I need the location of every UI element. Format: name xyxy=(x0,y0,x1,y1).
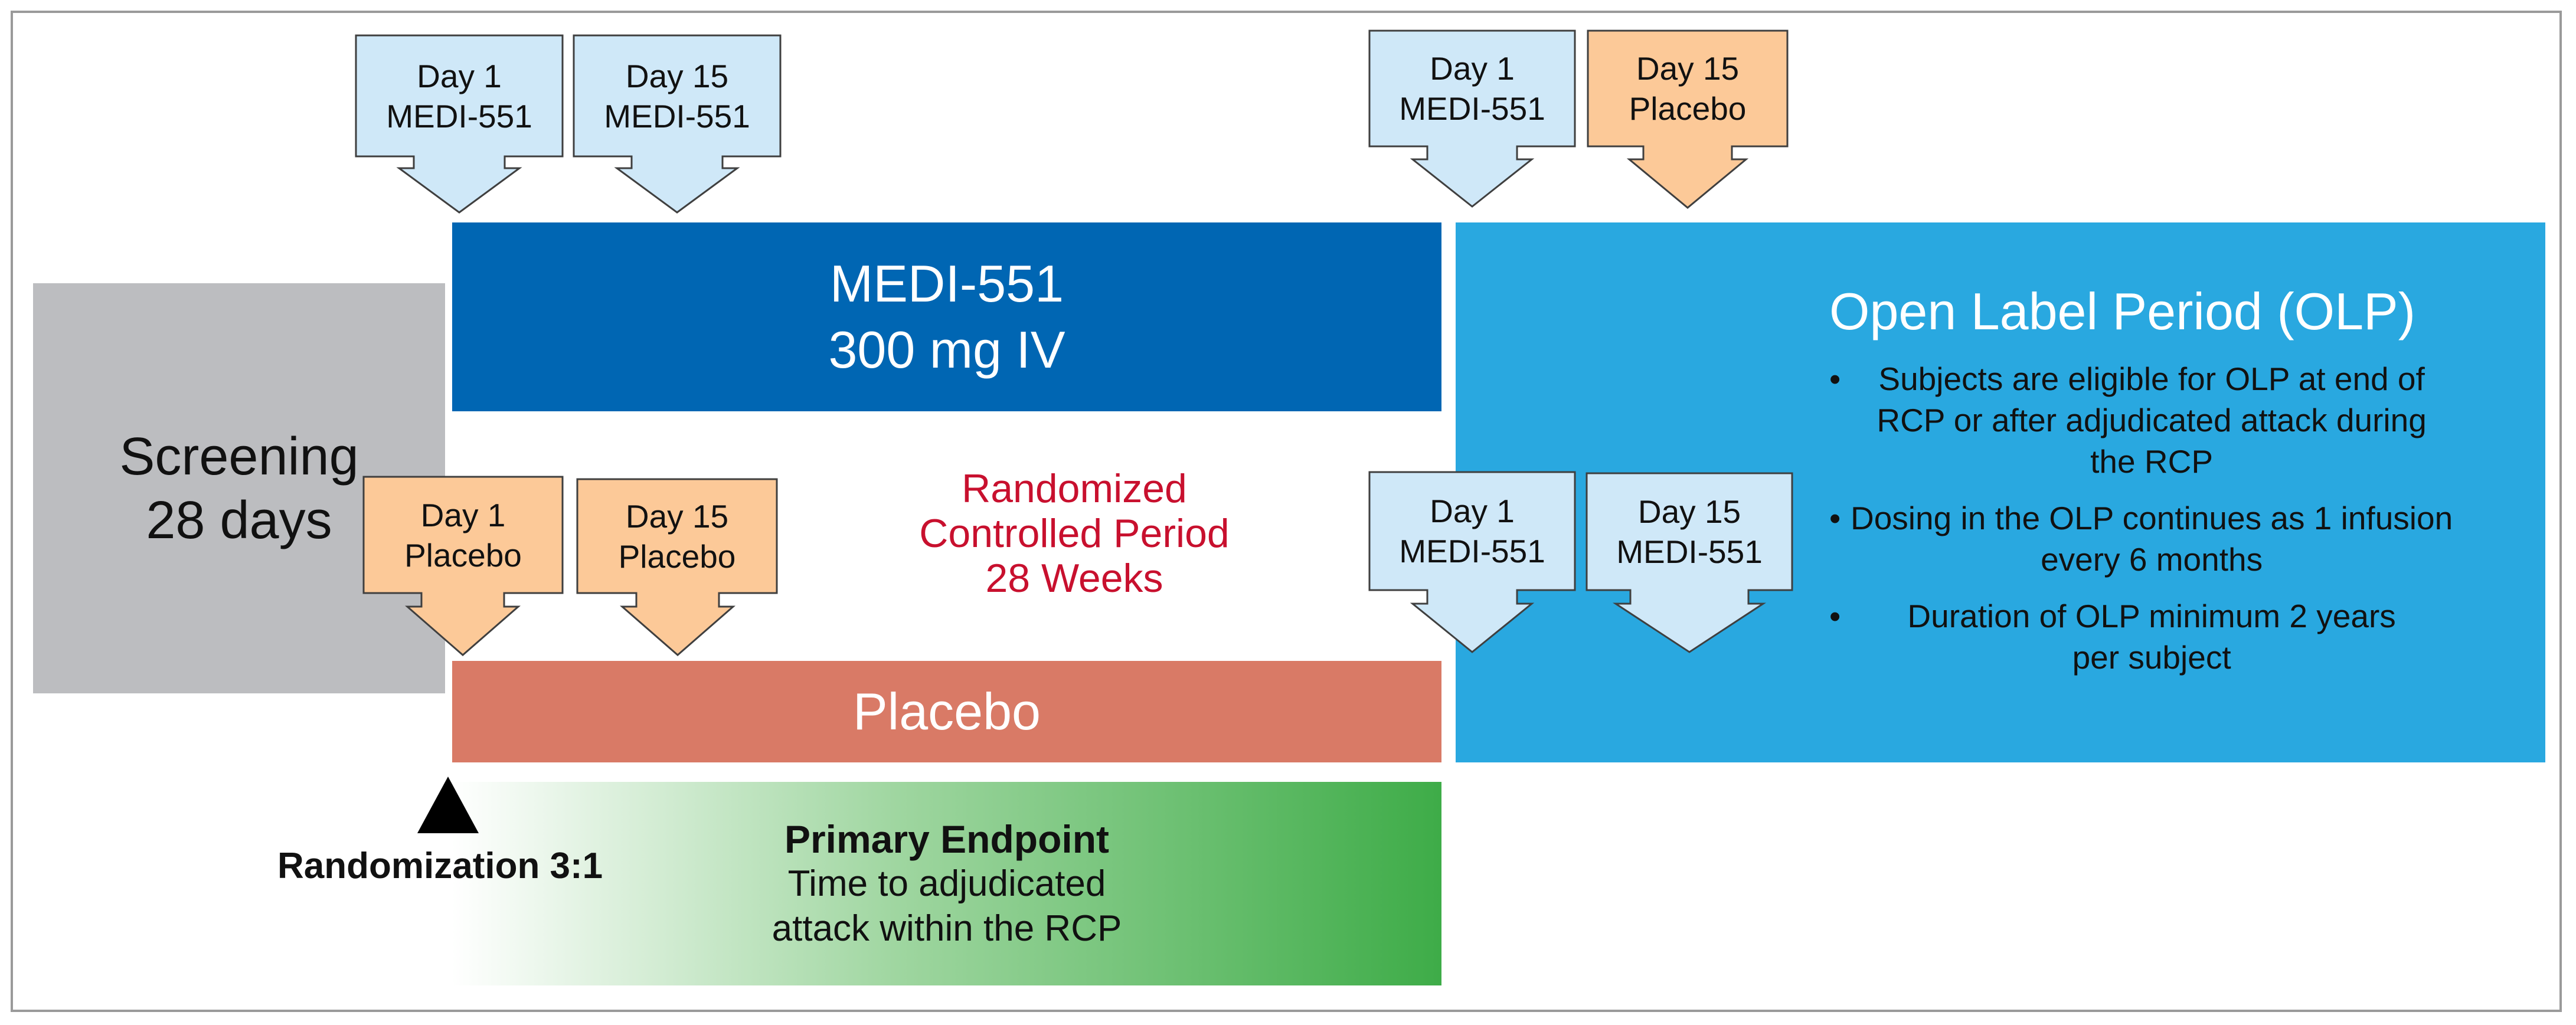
callout-arrow-olp-bottom-day1 xyxy=(1368,471,1576,653)
callout-arrow-rcp-placebo-day15 xyxy=(576,478,778,656)
callout-drug: Placebo xyxy=(1629,90,1747,127)
olp-bullet: Subjects are eligible for OLP at end of … xyxy=(1829,358,2453,482)
callout-day: Day 1 xyxy=(1430,50,1515,87)
placebo-arm-label: Placebo xyxy=(852,682,1041,741)
callout-day: Day 15 xyxy=(1637,493,1741,530)
callout-day: Day 1 xyxy=(420,496,506,533)
randomization-label: Randomization 3:1 xyxy=(277,846,603,886)
primary-endpoint-title: Primary Endpoint xyxy=(784,817,1110,861)
callout-day: Day 15 xyxy=(1636,50,1740,87)
callout-arrow-rcp-placebo-day1 xyxy=(362,476,564,656)
rcp-line3: 28 Weeks xyxy=(985,556,1163,601)
callout-arrow-olp-top-day15 xyxy=(1587,30,1789,209)
callout-drug: MEDI-551 xyxy=(1399,90,1545,127)
callout-arrow-rcp-medi-day15 xyxy=(573,34,782,214)
medi-551-arm-bar: MEDI-551 300 mg IV xyxy=(452,222,1441,411)
screening-line1: Screening xyxy=(119,427,359,486)
callout-olp-bottom-day1: Day 1 MEDI-551 xyxy=(1369,472,1575,590)
randomized-controlled-period-label: Randomized Controlled Period 28 Weeks xyxy=(868,466,1281,601)
callout-day: Day 15 xyxy=(625,57,729,94)
primary-endpoint-line2: attack within the RCP xyxy=(772,908,1122,949)
callout-rcp-medi-day1: Day 1 MEDI-551 xyxy=(356,35,563,156)
callout-drug: MEDI-551 xyxy=(1399,533,1545,569)
callout-drug: MEDI-551 xyxy=(386,97,532,135)
diagram-frame xyxy=(11,11,2562,1012)
callout-day: Day 15 xyxy=(625,497,729,535)
medi-arm-line2: 300 mg IV xyxy=(828,320,1065,379)
callout-arrow-olp-bottom-day15 xyxy=(1586,472,1793,653)
placebo-arm-bar: Placebo xyxy=(452,661,1441,762)
callout-rcp-medi-day15: Day 15 MEDI-551 xyxy=(574,35,780,156)
primary-endpoint-line1: Time to adjudicated xyxy=(787,863,1106,904)
callout-drug: Placebo xyxy=(618,538,736,575)
olp-bullet-list: Subjects are eligible for OLP at end of … xyxy=(1829,358,2453,693)
callout-olp-top-day15: Day 15 Placebo xyxy=(1588,31,1787,146)
callout-day: Day 1 xyxy=(417,57,502,94)
callout-drug: Placebo xyxy=(404,536,522,574)
callout-olp-bottom-day15: Day 15 MEDI-551 xyxy=(1587,473,1792,590)
olp-bullet: Duration of OLP minimum 2 years per subj… xyxy=(1829,595,2453,678)
olp-title: Open Label Period (OLP) xyxy=(1829,282,2416,340)
screening-line2: 28 days xyxy=(146,490,332,550)
medi-arm-line1: MEDI-551 xyxy=(829,254,1064,313)
rcp-line1: Randomized xyxy=(962,466,1187,511)
rcp-line2: Controlled Period xyxy=(919,511,1230,556)
callout-olp-top-day1: Day 1 MEDI-551 xyxy=(1369,31,1575,146)
olp-bullet: Dosing in the OLP continues as 1 infusio… xyxy=(1829,497,2453,580)
open-label-period-panel: Open Label Period (OLP) Subjects are eli… xyxy=(1456,222,2545,762)
callout-rcp-placebo-day15: Day 15 Placebo xyxy=(577,479,777,593)
callout-day: Day 1 xyxy=(1430,493,1515,529)
randomization-triangle-icon xyxy=(417,777,479,833)
callout-drug: MEDI-551 xyxy=(1616,533,1763,570)
callout-drug: MEDI-551 xyxy=(604,97,750,135)
primary-endpoint-block: Primary Endpoint Time to adjudicated att… xyxy=(452,782,1441,985)
callout-rcp-placebo-day1: Day 1 Placebo xyxy=(364,477,563,593)
callout-arrow-olp-top-day1 xyxy=(1368,30,1576,208)
callout-arrow-rcp-medi-day1 xyxy=(355,34,564,214)
